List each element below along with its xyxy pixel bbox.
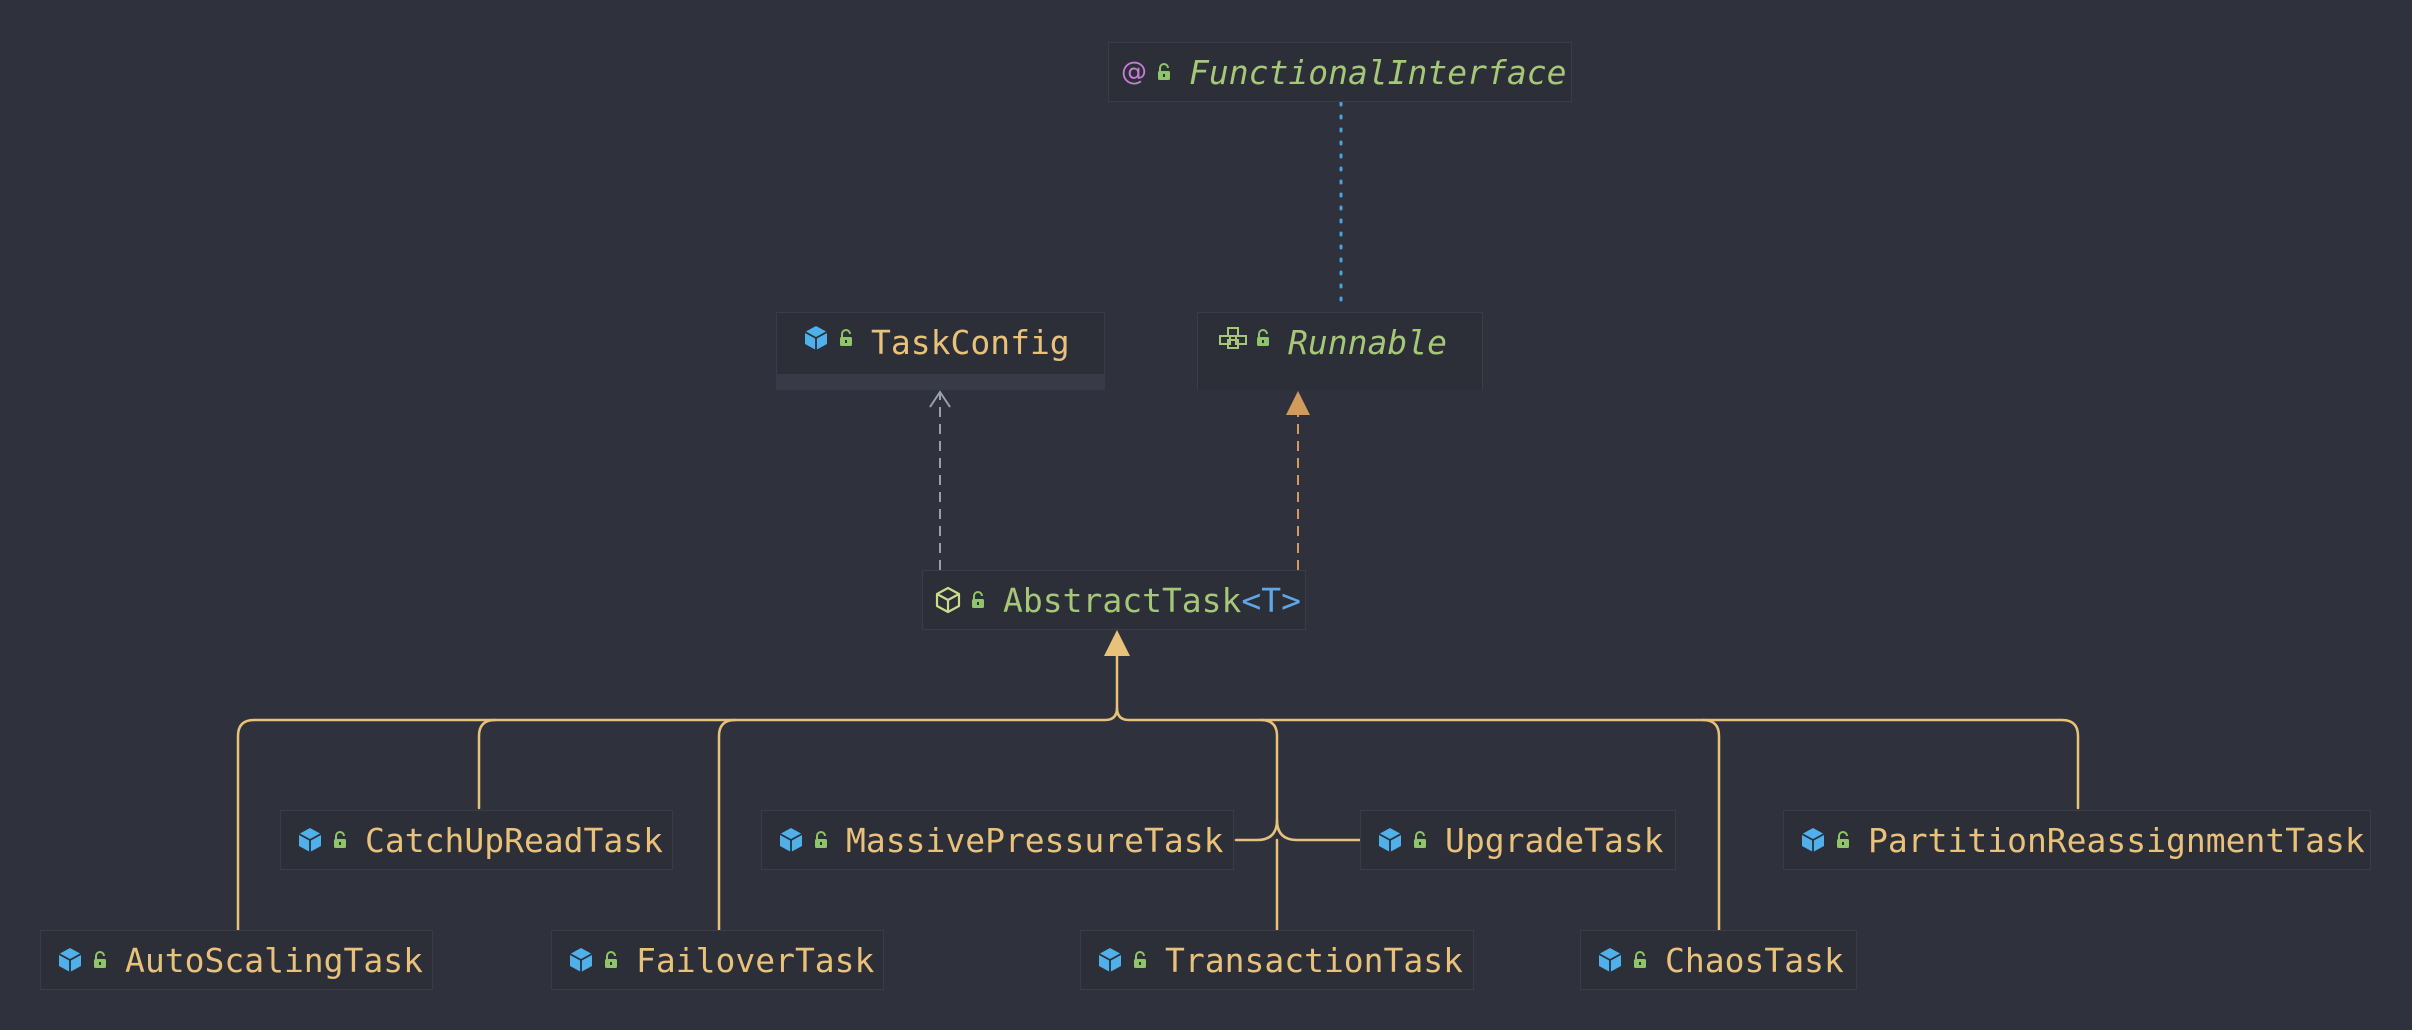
class-icon xyxy=(55,945,85,975)
class-icon xyxy=(1595,945,1625,975)
node-footer xyxy=(776,374,1105,390)
unlocked-icon xyxy=(1129,945,1151,975)
class-icon xyxy=(801,323,831,353)
node-runnable[interactable]: Runnable xyxy=(1197,312,1483,390)
node-partition-reassignment-task[interactable]: PartitionReassignmentTask xyxy=(1783,810,2371,870)
unlocked-icon xyxy=(329,825,351,855)
node-label: Runnable xyxy=(1288,323,1447,362)
node-label: TaskConfig xyxy=(871,323,1070,362)
node-label: AutoScalingTask xyxy=(125,940,424,980)
interface-icon xyxy=(1218,323,1248,353)
node-transaction-task[interactable]: TransactionTask xyxy=(1080,930,1474,990)
node-abstract-task[interactable]: AbstractTask<T> xyxy=(922,570,1306,630)
annotation-icon: @ xyxy=(1119,57,1149,87)
node-massive-pressure-task[interactable]: MassivePressureTask xyxy=(761,810,1234,870)
unlocked-icon xyxy=(1832,825,1854,855)
node-failover-task[interactable]: FailoverTask xyxy=(551,930,884,990)
node-task-config[interactable]: TaskConfig xyxy=(776,312,1105,390)
unlocked-icon xyxy=(810,825,832,855)
abstract-class-icon xyxy=(933,585,963,615)
node-upgrade-task[interactable]: UpgradeTask xyxy=(1360,810,1676,870)
svg-text:@: @ xyxy=(1121,58,1147,86)
generalization-tree xyxy=(236,654,2080,932)
node-label: AbstractTask xyxy=(1003,580,1242,620)
type-parameter: <T> xyxy=(1241,580,1302,620)
unlocked-icon xyxy=(967,585,989,615)
unlocked-icon xyxy=(1252,323,1274,353)
node-label: UpgradeTask xyxy=(1445,820,1664,860)
node-label: CatchUpReadTask xyxy=(365,820,664,860)
unlocked-icon xyxy=(1629,945,1651,975)
node-functional-interface[interactable]: @ FunctionalInterface xyxy=(1108,42,1572,102)
class-icon xyxy=(1798,825,1828,855)
unlocked-icon xyxy=(1153,57,1175,87)
node-label: PartitionReassignmentTask xyxy=(1868,820,2365,860)
node-label: FunctionalInterface xyxy=(1189,52,1567,92)
node-catch-up-read-task[interactable]: CatchUpReadTask xyxy=(280,810,673,870)
class-icon xyxy=(776,825,806,855)
unlocked-icon xyxy=(89,945,111,975)
realization-arrow-head xyxy=(1286,391,1310,415)
generalization-arrow-head xyxy=(1104,630,1130,656)
class-icon xyxy=(1095,945,1125,975)
node-auto-scaling-task[interactable]: AutoScalingTask xyxy=(40,930,433,990)
unlocked-icon xyxy=(600,945,622,975)
node-label: ChaosTask xyxy=(1665,940,1844,980)
class-icon xyxy=(1375,825,1405,855)
unlocked-icon xyxy=(1409,825,1431,855)
dependency-arrow-head xyxy=(929,390,951,408)
node-label: FailoverTask xyxy=(636,940,875,980)
unlocked-icon xyxy=(835,323,857,353)
node-chaos-task[interactable]: ChaosTask xyxy=(1580,930,1857,990)
class-icon xyxy=(566,945,596,975)
node-label: TransactionTask xyxy=(1165,940,1464,980)
class-icon xyxy=(295,825,325,855)
node-label: MassivePressureTask xyxy=(846,820,1224,860)
